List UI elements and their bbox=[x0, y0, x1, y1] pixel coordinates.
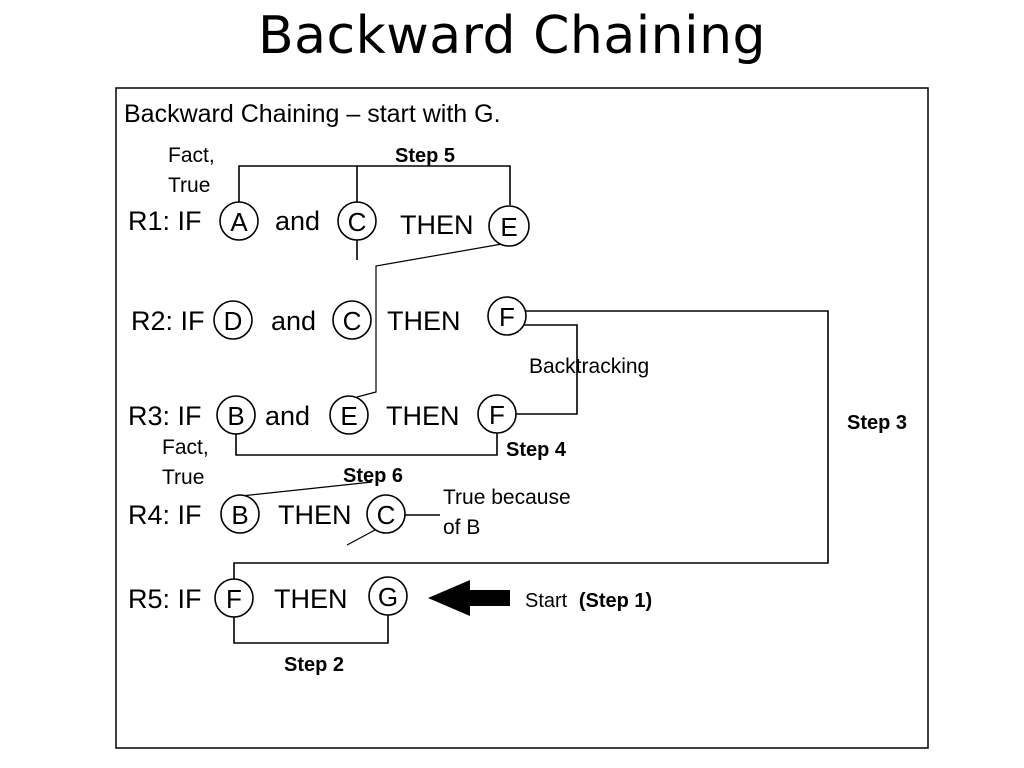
r1-then: THEN bbox=[400, 210, 474, 240]
diagram-frame bbox=[115, 87, 929, 749]
step5-label: Step 5 bbox=[395, 145, 455, 167]
r1-node-c bbox=[337, 201, 377, 241]
r5-prefix: R5: IF bbox=[128, 584, 202, 614]
r5-node-g bbox=[368, 576, 408, 616]
r2-node-c bbox=[332, 300, 372, 340]
step6-label: Step 6 bbox=[343, 465, 403, 487]
r3-node-f bbox=[477, 394, 517, 434]
start-label-bold: (Step 1) bbox=[579, 590, 652, 612]
r4-node-c bbox=[366, 494, 406, 534]
r3-node-b-label: B bbox=[227, 401, 244, 431]
r5-node-f bbox=[214, 578, 254, 618]
true-because-line2: of B bbox=[443, 516, 480, 539]
r3-and: and bbox=[265, 401, 310, 431]
r4-then: THEN bbox=[278, 500, 352, 530]
r4-prefix: R4: IF bbox=[128, 500, 202, 530]
r4-node-c-label: C bbox=[377, 500, 396, 530]
fact-note-r1-line2: True bbox=[168, 174, 210, 197]
step2-label: Step 2 bbox=[284, 654, 344, 676]
r2-node-f bbox=[487, 296, 527, 336]
r1-node-e bbox=[488, 205, 530, 247]
r1-and: and bbox=[275, 206, 320, 236]
r2-and: and bbox=[271, 306, 316, 336]
r1-node-c-label: C bbox=[348, 207, 367, 237]
step2-bracket bbox=[233, 612, 389, 644]
e-link bbox=[356, 243, 503, 398]
backtracking-bracket bbox=[514, 324, 578, 415]
start-label: Start (Step 1) bbox=[525, 590, 652, 612]
fact-note-r3-line1: Fact, bbox=[162, 436, 209, 459]
step4-bracket bbox=[235, 432, 498, 456]
step5-bracket bbox=[238, 165, 511, 205]
r2-node-c-label: C bbox=[343, 306, 362, 336]
r4-node-b bbox=[220, 494, 260, 534]
r3-node-e-label: E bbox=[340, 401, 357, 431]
slide-title: Backward Chaining bbox=[257, 6, 767, 66]
start-label-plain: Start bbox=[525, 590, 568, 612]
r5-node-g-label: G bbox=[378, 582, 398, 612]
r2-node-d bbox=[213, 300, 253, 340]
r2-prefix: R2: IF bbox=[131, 306, 205, 336]
r2-node-d-label: D bbox=[224, 306, 243, 336]
step6-link-top bbox=[231, 481, 373, 498]
backtracking-note: Backtracking bbox=[529, 355, 649, 378]
r5-then: THEN bbox=[274, 584, 348, 614]
step3-loop bbox=[233, 310, 829, 582]
r5-node-f-label: F bbox=[226, 584, 242, 614]
r2-then: THEN bbox=[387, 306, 461, 336]
r4-node-b-label: B bbox=[231, 500, 248, 530]
r3-prefix: R3: IF bbox=[128, 401, 202, 431]
step6-link-bottom bbox=[346, 529, 376, 546]
r1-node-a-label: A bbox=[230, 207, 248, 237]
fact-note-r1-line1: Fact, bbox=[168, 144, 215, 167]
r1-prefix: R1: IF bbox=[128, 206, 202, 236]
step3-label: Step 3 bbox=[847, 412, 907, 434]
diagram-heading: Backward Chaining – start with G. bbox=[124, 100, 501, 128]
start-arrow-icon bbox=[428, 580, 510, 616]
fact-note-r3-line2: True bbox=[162, 466, 204, 489]
true-because-line1: True because bbox=[443, 486, 571, 509]
r2-node-f-label: F bbox=[499, 302, 515, 332]
step4-label: Step 4 bbox=[506, 439, 567, 461]
r3-node-e bbox=[329, 395, 369, 435]
r3-node-f-label: F bbox=[489, 400, 505, 430]
r1-node-e-label: E bbox=[500, 212, 517, 242]
r3-then: THEN bbox=[386, 401, 460, 431]
r3-node-b bbox=[216, 395, 256, 435]
r1-node-a bbox=[219, 201, 259, 241]
